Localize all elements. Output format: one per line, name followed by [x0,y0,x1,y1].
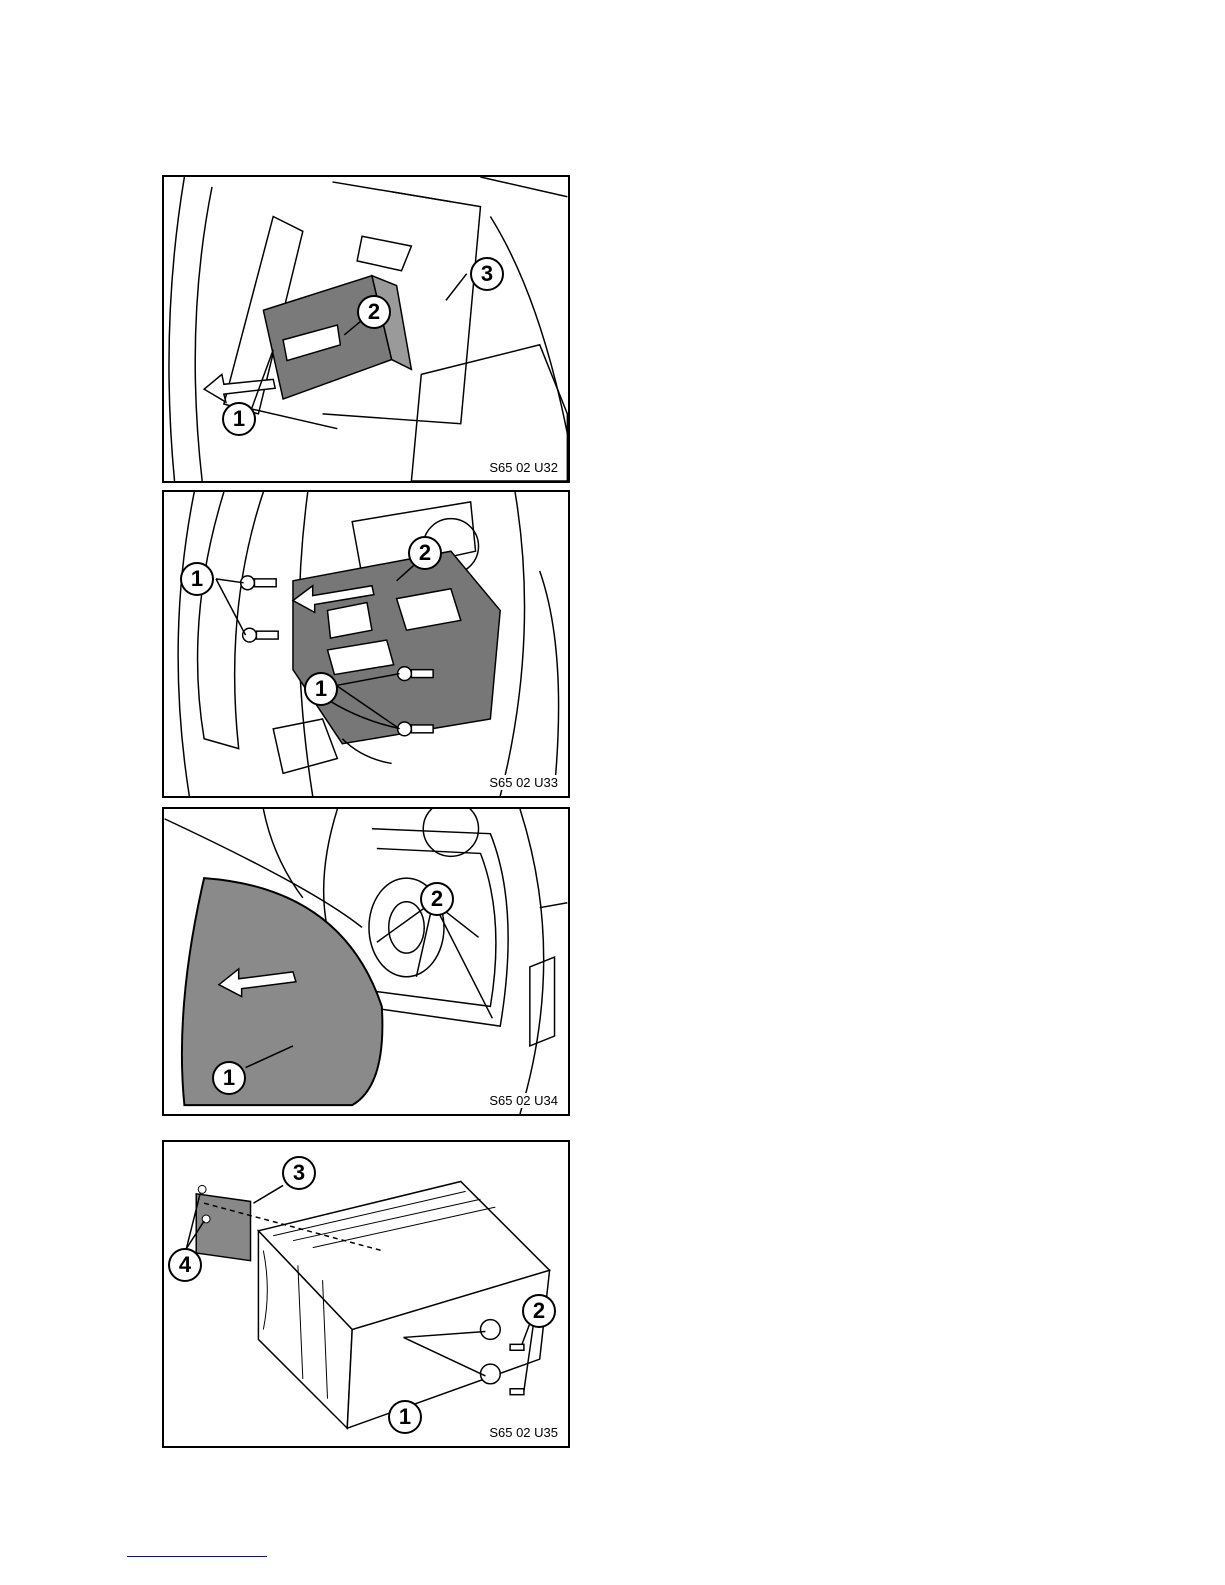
figure-4-drawing [164,1142,568,1446]
callout-1: 1 [212,1061,246,1095]
figure-1-drawing [164,177,568,481]
callout-1: 1 [388,1400,422,1434]
callout-2: 2 [408,536,442,570]
figure-code: S65 02 U33 [487,775,560,790]
callout-1: 1 [222,402,256,436]
figure-3: 1 2 S65 02 U34 [162,807,570,1116]
figure-code: S65 02 U32 [487,460,560,475]
figure-code: S65 02 U35 [487,1425,560,1440]
callout-1-left: 1 [180,562,214,596]
footer-link-underline[interactable] [127,1556,267,1557]
callout-3: 3 [470,257,504,291]
figure-code: S65 02 U34 [487,1093,560,1108]
callout-2: 2 [522,1294,556,1328]
figure-2-drawing [164,492,568,796]
figure-2: 1 1 2 S65 02 U33 [162,490,570,798]
figure-1: 1 2 3 S65 02 U32 [162,175,570,483]
callout-2: 2 [420,882,454,916]
callout-3: 3 [282,1156,316,1190]
figure-4: 1 2 3 4 S65 02 U35 [162,1140,570,1448]
callout-1-lower: 1 [304,672,338,706]
callout-4: 4 [168,1248,202,1282]
callout-2: 2 [357,295,391,329]
